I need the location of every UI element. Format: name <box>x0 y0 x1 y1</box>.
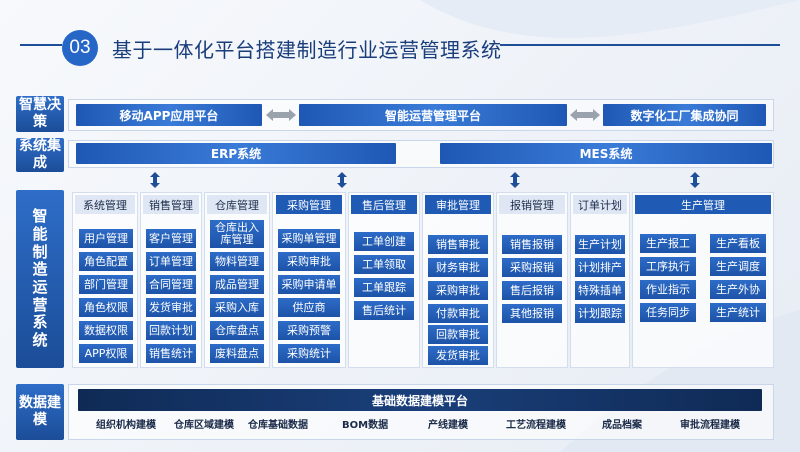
module-item: 仓库盘点 <box>210 321 264 340</box>
module-item: 工单领取 <box>354 255 414 274</box>
module-item: 仓库出入库管理 <box>210 220 264 248</box>
module-header: 仓库管理 <box>207 195 267 214</box>
module-item: 角色配置 <box>79 252 133 271</box>
module-item: 生产看板 <box>710 234 766 253</box>
module-header: 售后管理 <box>351 195 417 214</box>
digital-factory-collab: 数字化工厂集成协同 <box>603 104 766 126</box>
module-item: 采购统计 <box>278 344 340 363</box>
page-title: 基于一体化平台搭建制造行业运营管理系统 <box>112 38 502 62</box>
double-arrow-icon <box>266 109 296 121</box>
module-column-reimburse <box>496 192 568 368</box>
label-data-modeling: 数据建模 <box>16 384 64 440</box>
module-item: 销售审批 <box>428 235 488 254</box>
label-smart-decision: 智慧决策 <box>16 96 64 132</box>
module-item: 生产外协 <box>710 280 766 299</box>
erp-system: ERP系统 <box>76 143 396 164</box>
data-model-item: BOM数据 <box>342 420 389 431</box>
module-item: 采购单管理 <box>278 229 340 248</box>
module-item: 采购入库 <box>210 298 264 317</box>
module-item: 回款审批 <box>428 325 488 344</box>
module-item: APP权限 <box>79 344 133 363</box>
module-item: 客户管理 <box>146 229 196 248</box>
vertical-arrow-icon <box>510 172 520 188</box>
module-header: 订单计划 <box>573 195 627 214</box>
module-item: 计划排产 <box>575 258 625 277</box>
module-item: 角色权限 <box>79 298 133 317</box>
module-header: 采购管理 <box>276 195 342 214</box>
data-model-item: 仓库基础数据 <box>248 420 308 431</box>
data-model-item: 成品档案 <box>602 420 642 431</box>
module-item: 生产统计 <box>710 303 766 322</box>
vertical-arrow-icon <box>150 172 160 188</box>
data-model-item: 产线建模 <box>428 420 468 431</box>
vertical-arrow-icon <box>337 172 347 188</box>
module-item: 生产调度 <box>710 257 766 276</box>
module-item: 成品管理 <box>210 275 264 294</box>
data-model-item: 仓库区域建模 <box>174 420 234 431</box>
module-header: 报销管理 <box>499 195 565 214</box>
module-item: 发货审批 <box>428 346 488 365</box>
module-item: 生产计划 <box>575 235 625 254</box>
module-item: 财务审批 <box>428 258 488 277</box>
module-item: 采购预警 <box>278 321 340 340</box>
module-item: 任务同步 <box>640 303 696 322</box>
module-item: 采购申请单 <box>278 275 340 294</box>
module-item: 付款审批 <box>428 304 488 323</box>
module-item: 采购审批 <box>428 281 488 300</box>
mobile-app-platform: 移动APP应用平台 <box>76 104 262 126</box>
header-line-right <box>500 44 780 46</box>
module-item: 发货审批 <box>146 298 196 317</box>
section-number-badge: 03 <box>62 30 98 66</box>
module-item: 工单跟踪 <box>354 278 414 297</box>
header-line-left <box>20 44 62 46</box>
module-item: 数据权限 <box>79 321 133 340</box>
module-header: 系统管理 <box>75 195 135 214</box>
mes-system: MES系统 <box>440 143 772 164</box>
smart-ops-platform: 智能运营管理平台 <box>299 104 567 126</box>
module-item: 售后报销 <box>502 281 562 300</box>
module-item: 回款计划 <box>146 321 196 340</box>
module-item: 计划跟踪 <box>575 304 625 323</box>
module-item: 采购审批 <box>278 252 340 271</box>
module-item: 作业指示 <box>640 280 696 299</box>
module-item: 采购报销 <box>502 258 562 277</box>
module-item: 销售统计 <box>146 344 196 363</box>
module-item: 物料管理 <box>210 252 264 271</box>
module-header: 生产管理 <box>635 195 771 214</box>
vertical-arrow-icon <box>690 172 700 188</box>
module-item: 废料盘点 <box>210 344 264 363</box>
module-item: 销售报销 <box>502 235 562 254</box>
module-header: 审批管理 <box>425 195 491 214</box>
data-model-item: 工艺流程建模 <box>506 420 566 431</box>
data-model-item: 组织机构建模 <box>96 420 156 431</box>
data-platform-title: 基础数据建模平台 <box>78 389 762 411</box>
module-item: 部门管理 <box>79 275 133 294</box>
module-header: 销售管理 <box>143 195 199 214</box>
module-item: 售后统计 <box>354 301 414 320</box>
module-item: 工序执行 <box>640 257 696 276</box>
module-item: 用户管理 <box>79 229 133 248</box>
data-model-item: 审批流程建模 <box>680 420 740 431</box>
module-item: 订单管理 <box>146 252 196 271</box>
module-item: 合同管理 <box>146 275 196 294</box>
double-arrow-icon <box>570 109 600 121</box>
module-item: 供应商 <box>278 298 340 317</box>
module-item: 工单创建 <box>354 232 414 251</box>
module-item: 其他报销 <box>502 304 562 323</box>
label-system-integration: 系统集成 <box>16 138 64 172</box>
module-item: 特殊插单 <box>575 281 625 300</box>
module-item: 生产报工 <box>640 234 696 253</box>
module-column-order-plan <box>570 192 630 368</box>
label-smart-ops: 智能制造运营系统 <box>16 190 64 368</box>
